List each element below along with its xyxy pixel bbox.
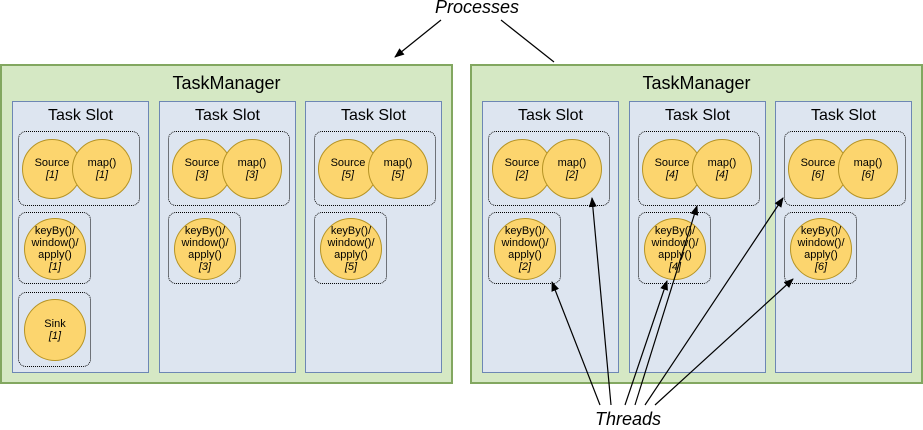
source-map-chain: Source [5] map() [5]: [314, 131, 436, 206]
map-operator: map() [4]: [692, 139, 752, 199]
process-connector: [500, 19, 555, 63]
operator-name: keyBy()/ window()/ apply(): [501, 225, 549, 261]
window-operator: keyBy()/ window()/ apply() [5]: [320, 218, 382, 280]
window-operator-group: keyBy()/ window()/ apply() [5]: [314, 212, 387, 284]
operator-name: Source: [800, 157, 836, 169]
operator-name: Source: [330, 157, 366, 169]
operator-name: Source: [34, 157, 70, 169]
operator-index: [5]: [341, 169, 355, 181]
thread-arrow: [551, 281, 601, 406]
task-slot-title: Task Slot: [518, 107, 583, 124]
operator-index: [2]: [518, 261, 532, 273]
task-slot-title: Task Slot: [665, 107, 730, 124]
window-operator: keyBy()/ window()/ apply() [4]: [644, 218, 706, 280]
operator-index: [1]: [48, 261, 62, 273]
task-slot-2: Task Slot Source [4] map() [4] keyBy()/ …: [629, 101, 766, 373]
task-slot-title: Task Slot: [341, 107, 406, 124]
thread-arrow: [634, 205, 699, 406]
operator-name: map(): [87, 157, 117, 169]
operator-name: map(): [383, 157, 413, 169]
operator-name: map(): [707, 157, 737, 169]
task-slot-1: Task Slot Source [1] map() [1] keyBy()/ …: [12, 101, 149, 373]
source-map-chain: Source [4] map() [4]: [638, 131, 760, 206]
operator-index: [1]: [48, 330, 62, 342]
operator-name: Source: [184, 157, 220, 169]
operator-index: [6]: [814, 261, 828, 273]
operator-index: [6]: [861, 169, 875, 181]
map-operator: map() [3]: [222, 139, 282, 199]
source-operator: Source [4]: [642, 139, 702, 199]
operator-index: [4]: [715, 169, 729, 181]
operator-name: keyBy()/ window()/ apply(): [327, 225, 375, 261]
processes-label: Processes: [435, 0, 520, 17]
source-operator: Source [3]: [172, 139, 232, 199]
task-manager-title: TaskManager: [172, 73, 281, 93]
process-arrow: [394, 19, 442, 58]
operator-index: [2]: [565, 169, 579, 181]
task-slot-1: Task Slot Source [2] map() [2] keyBy()/ …: [482, 101, 619, 373]
operator-name: Source: [504, 157, 540, 169]
operator-name: keyBy()/ window()/ apply(): [31, 225, 79, 261]
thread-arrow: [654, 278, 794, 406]
source-map-chain: Source [2] map() [2]: [488, 131, 610, 206]
task-manager-1: TaskManager Task Slot Source [1] map() […: [0, 64, 453, 384]
thread-arrow: [588, 197, 612, 406]
source-map-chain: Source [3] map() [3]: [168, 131, 290, 206]
window-operator-group: keyBy()/ window()/ apply() [2]: [488, 212, 561, 284]
operator-name: map(): [853, 157, 883, 169]
operator-name: map(): [557, 157, 587, 169]
task-manager-2: TaskManager Task Slot Source [2] map() […: [470, 64, 923, 384]
task-slot-3: Task Slot Source [5] map() [5] keyBy()/ …: [305, 101, 442, 373]
thread-arrow: [624, 280, 668, 406]
operator-index: [6]: [811, 169, 825, 181]
source-map-chain: Source [1] map() [1]: [18, 131, 140, 206]
operator-name: Sink: [44, 318, 66, 330]
window-operator-group: keyBy()/ window()/ apply() [1]: [18, 212, 91, 284]
window-operator-group: keyBy()/ window()/ apply() [6]: [784, 212, 857, 284]
window-operator: keyBy()/ window()/ apply() [6]: [790, 218, 852, 280]
window-operator: keyBy()/ window()/ apply() [2]: [494, 218, 556, 280]
operator-index: [1]: [45, 169, 59, 181]
window-operator-group: keyBy()/ window()/ apply() [4]: [638, 212, 711, 284]
operator-index: [3]: [198, 261, 212, 273]
operator-name: keyBy()/ window()/ apply(): [797, 225, 845, 261]
task-slot-title: Task Slot: [48, 107, 113, 124]
task-slot-title: Task Slot: [195, 107, 260, 124]
threads-label: Threads: [595, 409, 662, 429]
window-operator-group: keyBy()/ window()/ apply() [3]: [168, 212, 241, 284]
source-map-chain: Source [6] map() [6]: [784, 131, 906, 206]
task-slot-2: Task Slot Source [3] map() [3] keyBy()/ …: [159, 101, 296, 373]
sink-operator: Sink [1]: [24, 299, 86, 361]
sink-operator-group: Sink [1]: [18, 292, 91, 367]
map-operator: map() [5]: [368, 139, 428, 199]
operator-index: [1]: [95, 169, 109, 181]
operator-index: [5]: [391, 169, 405, 181]
operator-index: [4]: [665, 169, 679, 181]
operator-index: [3]: [195, 169, 209, 181]
map-operator: map() [1]: [72, 139, 132, 199]
window-operator: keyBy()/ window()/ apply() [3]: [174, 218, 236, 280]
map-operator: map() [2]: [542, 139, 602, 199]
task-manager-title: TaskManager: [642, 73, 751, 93]
task-slot-title: Task Slot: [811, 107, 876, 124]
operator-name: Source: [654, 157, 690, 169]
operator-index: [3]: [245, 169, 259, 181]
map-operator: map() [6]: [838, 139, 898, 199]
task-slot-3: Task Slot Source [6] map() [6] keyBy()/ …: [775, 101, 912, 373]
operator-index: [2]: [515, 169, 529, 181]
window-operator: keyBy()/ window()/ apply() [1]: [24, 218, 86, 280]
operator-index: [4]: [668, 261, 682, 273]
operator-index: [5]: [344, 261, 358, 273]
thread-arrow: [644, 197, 784, 406]
operator-name: keyBy()/ window()/ apply(): [181, 225, 229, 261]
operator-name: map(): [237, 157, 267, 169]
